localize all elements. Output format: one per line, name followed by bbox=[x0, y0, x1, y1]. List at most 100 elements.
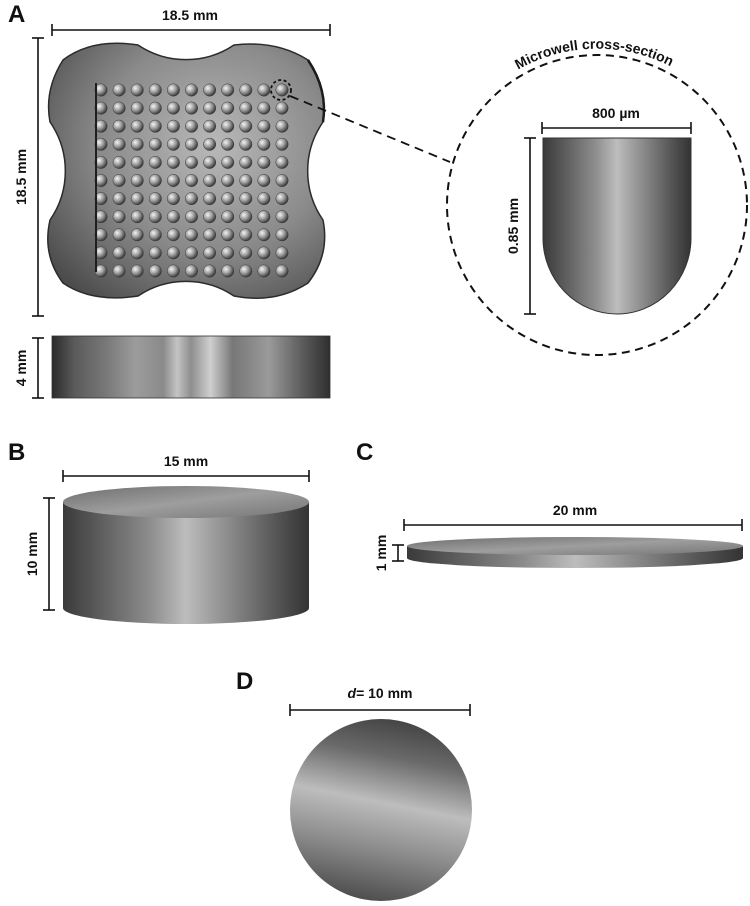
microwell bbox=[257, 228, 271, 242]
microwell bbox=[275, 119, 289, 133]
microwell bbox=[112, 174, 126, 187]
panel-c-label: C bbox=[356, 439, 373, 466]
cylinder-b-diameter-label: 15 mm bbox=[164, 453, 208, 469]
microwell bbox=[130, 119, 144, 133]
microwell bbox=[94, 83, 108, 97]
microwell-array bbox=[94, 83, 289, 278]
microwell bbox=[166, 210, 180, 224]
microwell bbox=[257, 246, 271, 260]
microwell bbox=[239, 174, 253, 187]
scaffold-height-dimension: 18.5 mm bbox=[13, 37, 44, 317]
microwell bbox=[130, 192, 144, 206]
panel-b: B 15 mm 10 mm bbox=[8, 439, 310, 624]
microwell bbox=[203, 137, 217, 151]
panel-a: A 18.5 mm 18.5 mm Microwell cross-sectio… bbox=[8, 1, 748, 399]
microwell bbox=[94, 155, 108, 169]
microwell bbox=[257, 264, 271, 278]
microwell bbox=[94, 137, 108, 151]
microwell bbox=[112, 192, 126, 206]
microwell bbox=[257, 101, 271, 115]
microwell bbox=[185, 210, 198, 224]
microwell bbox=[112, 228, 126, 242]
microwell bbox=[221, 264, 235, 278]
microwell bbox=[185, 264, 198, 278]
microwell bbox=[130, 246, 144, 260]
microwell bbox=[148, 174, 162, 187]
microwell bbox=[130, 228, 144, 242]
microwell bbox=[112, 155, 126, 169]
microwell bbox=[203, 264, 217, 278]
microwell-width-label: 800 µm bbox=[592, 105, 640, 121]
panel-d-label: D bbox=[236, 668, 253, 695]
microwell bbox=[275, 210, 289, 224]
microwell bbox=[221, 210, 235, 224]
disc-c-diameter-label: 20 mm bbox=[553, 502, 597, 518]
microwell bbox=[257, 137, 271, 151]
microwell bbox=[257, 210, 271, 224]
microwell bbox=[94, 264, 108, 278]
microwell bbox=[239, 119, 253, 133]
microwell bbox=[275, 228, 289, 242]
microwell bbox=[166, 192, 180, 206]
microwell bbox=[221, 119, 235, 133]
scaffold-width-dimension: 18.5 mm bbox=[51, 7, 331, 36]
microwell bbox=[166, 83, 180, 97]
microwell bbox=[166, 264, 180, 278]
inset-title: Microwell cross-section bbox=[512, 36, 676, 73]
disc-c-diameter-dimension: 20 mm bbox=[403, 502, 743, 531]
microwell bbox=[94, 210, 108, 224]
microwell-width-dimension: 800 µm bbox=[541, 105, 692, 134]
microwell bbox=[185, 101, 198, 115]
microwell bbox=[94, 119, 108, 133]
disc-d-diameter-dimension: d= 10 mm bbox=[289, 685, 471, 716]
microwell bbox=[203, 192, 217, 206]
microwell bbox=[275, 192, 289, 206]
microwell bbox=[94, 192, 108, 206]
scaffold-side-view: 4 mm bbox=[13, 335, 331, 399]
microwell bbox=[221, 101, 235, 115]
cylinder-b-diameter-dimension: 15 mm bbox=[62, 453, 310, 482]
microwell bbox=[275, 83, 289, 97]
microwell bbox=[257, 174, 271, 187]
microwell bbox=[166, 174, 180, 187]
panel-d: D d= 10 mm bbox=[236, 668, 472, 901]
microwell bbox=[148, 137, 162, 151]
microwell bbox=[94, 246, 108, 260]
microwell bbox=[130, 137, 144, 151]
microwell bbox=[148, 228, 162, 242]
microwell bbox=[112, 246, 126, 260]
microwell bbox=[94, 228, 108, 242]
microwell bbox=[112, 210, 126, 224]
microwell bbox=[257, 192, 271, 206]
microwell bbox=[130, 101, 144, 115]
microwell bbox=[221, 228, 235, 242]
microwell bbox=[130, 174, 144, 187]
panel-b-label: B bbox=[8, 439, 25, 466]
microwell bbox=[112, 101, 126, 115]
inset-circle bbox=[446, 54, 748, 356]
microwell bbox=[166, 119, 180, 133]
cylinder-b-height-dimension: 10 mm bbox=[24, 497, 55, 611]
microwell bbox=[239, 210, 253, 224]
microwell bbox=[257, 155, 271, 169]
microwell bbox=[148, 83, 162, 97]
microwell bbox=[112, 83, 126, 97]
microwell bbox=[148, 210, 162, 224]
microwell bbox=[185, 137, 198, 151]
microwell bbox=[130, 264, 144, 278]
microwell bbox=[203, 155, 217, 169]
microwell bbox=[203, 119, 217, 133]
microwell bbox=[257, 119, 271, 133]
microwell bbox=[148, 264, 162, 278]
microwell bbox=[221, 137, 235, 151]
microwell bbox=[275, 101, 289, 115]
disc-c bbox=[407, 537, 743, 568]
microwell bbox=[275, 155, 289, 169]
microwell bbox=[130, 83, 144, 97]
microwell bbox=[239, 192, 253, 206]
microwell bbox=[221, 174, 235, 187]
microwell bbox=[166, 137, 180, 151]
microwell bbox=[239, 101, 253, 115]
microwell bbox=[185, 119, 198, 133]
